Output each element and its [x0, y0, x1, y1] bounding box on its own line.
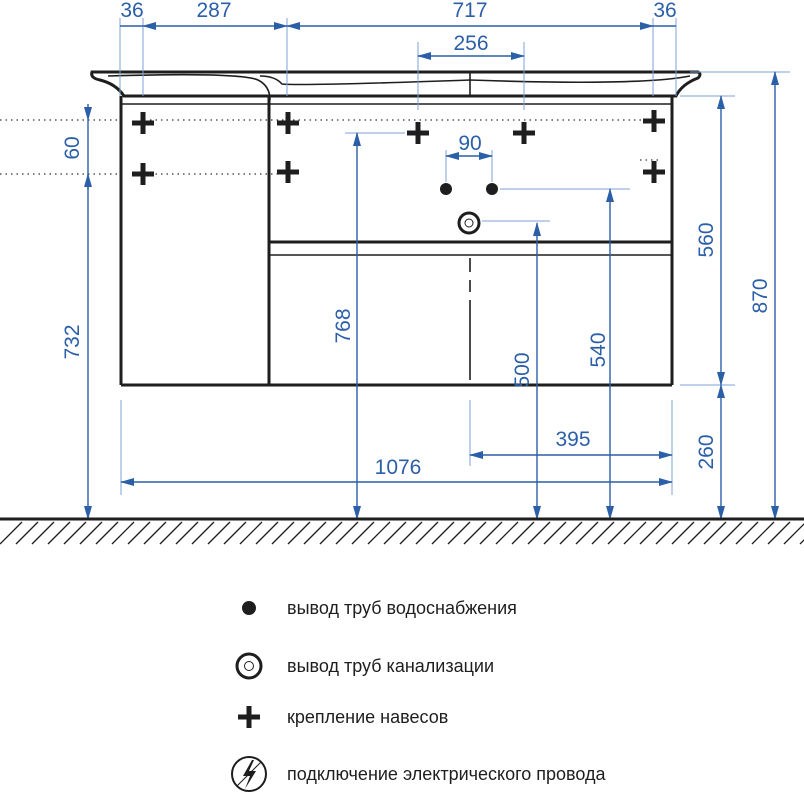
hanger-marks [132, 110, 665, 185]
floor-hatch-line [751, 521, 775, 545]
floor-hatch-line [79, 521, 103, 545]
inner-dimensions: 768 500 540 [332, 132, 614, 520]
floor-hatch-line [383, 521, 407, 545]
floor-hatch-line [415, 521, 439, 545]
left-dimensions: 60 732 [61, 104, 92, 520]
floor-hatch-line [239, 521, 263, 545]
water-outlet [440, 183, 452, 195]
floor-hatch-line [431, 521, 455, 545]
hanger-mark [643, 161, 665, 183]
floor-hatch-line [31, 521, 55, 545]
floor-hatch-line [687, 521, 711, 545]
floor-hatch-line [719, 521, 743, 545]
floor-hatch-line [95, 521, 119, 545]
floor-hatch-line [303, 521, 327, 545]
floor-hatch-line [511, 521, 535, 545]
floor-hatch-line [127, 521, 151, 545]
floor-hatch-line [207, 521, 231, 545]
floor-hatch-line [575, 521, 599, 545]
dim-drain-offset: 395 [555, 428, 590, 451]
floor-hatch-line [463, 521, 487, 545]
floor-hatch-line [735, 521, 759, 545]
hanger-mark [643, 110, 665, 132]
dim-total-width: 1076 [375, 456, 422, 479]
floor-hatch-line [527, 521, 551, 545]
sewer-outlet-icon [235, 652, 263, 680]
water-outlet-icon [242, 601, 256, 615]
dim-floor-gap: 260 [695, 434, 718, 469]
legend-label-sewer: вывод труб канализации [287, 656, 494, 676]
hanger-mark [132, 112, 154, 134]
floor-hatch-line [15, 521, 39, 545]
electric-connection-icon [231, 756, 267, 792]
dim-water-spacing: 90 [458, 132, 481, 155]
hanger-mark [513, 122, 535, 144]
water-outlet [486, 183, 498, 195]
dim-left-section: 287 [196, 0, 231, 22]
floor-hatch-line [351, 521, 375, 545]
floor-hatch-line [335, 521, 359, 545]
floor-hatch-line [319, 521, 343, 545]
dim-upper-height: 560 [695, 222, 718, 257]
floor-hatch-line [367, 521, 391, 545]
floor-hatch-line [559, 521, 583, 545]
floor-hatch-line [143, 521, 167, 545]
floor-hatch-line [623, 521, 647, 545]
floor-hatch-line [191, 521, 215, 545]
floor-hatch-line [591, 521, 615, 545]
dim-water-height: 540 [587, 332, 610, 367]
dim-right-section: 717 [452, 0, 487, 22]
hanger-mount-icon [238, 706, 260, 728]
top-dimensions: 36 287 717 36 256 90 [119, 0, 677, 182]
floor-hatch-line [655, 521, 679, 545]
cabinet-outline [90, 70, 702, 387]
floor-hatch-line [287, 521, 311, 545]
hanger-mark [132, 163, 154, 185]
floor-hatch-line [479, 521, 503, 545]
floor-hatch-line [223, 521, 247, 545]
floor-hatch-line [703, 521, 727, 545]
floor-hatch-line [399, 521, 423, 545]
legend-label-electric: подключение электрического провода [287, 764, 607, 784]
floor-hatch-line [271, 521, 295, 545]
dim-sewer-height: 500 [511, 352, 534, 387]
dim-hanger-spacing: 60 [61, 136, 84, 159]
floor-hatch-line [543, 521, 567, 545]
floor-hatch-line [175, 521, 199, 545]
dim-total-height: 870 [749, 278, 772, 313]
floor-hatch-line [607, 521, 631, 545]
floor [0, 517, 804, 545]
floor-hatch-line [639, 521, 663, 545]
hanger-mark [407, 122, 429, 144]
dim-hanger-height: 732 [61, 324, 84, 359]
floor-hatch-line [0, 521, 23, 545]
floor-hatch-line [63, 521, 87, 545]
water-outlets [440, 183, 630, 195]
hanger-level-lines [0, 119, 660, 175]
floor-hatch-line [159, 521, 183, 545]
floor-hatch-line [495, 521, 519, 545]
legend: вывод труб водоснабжения вывод труб кана… [231, 598, 607, 792]
dim-left-low-height: 768 [332, 308, 355, 343]
sewer-outlet [457, 211, 550, 235]
dim-side-right: 36 [653, 0, 676, 22]
hanger-mark [277, 161, 299, 183]
floor-hatch-line [783, 523, 804, 545]
legend-label-water: вывод труб водоснабжения [287, 598, 517, 618]
hanger-mark [277, 112, 299, 134]
dim-side-left: 36 [120, 0, 143, 22]
floor-hatch-line [111, 521, 135, 545]
floor-hatch-line [447, 521, 471, 545]
legend-label-hanger: крепление навесов [287, 707, 448, 727]
dim-hole-spacing: 256 [453, 32, 488, 55]
floor-hatch-line [47, 521, 71, 545]
right-dimensions: 560 260 870 [680, 71, 790, 520]
floor-hatch-line [255, 521, 279, 545]
floor-hatch-line [671, 521, 695, 545]
bottom-dimensions: 395 1076 [120, 400, 673, 495]
floor-hatch-line [767, 521, 791, 545]
